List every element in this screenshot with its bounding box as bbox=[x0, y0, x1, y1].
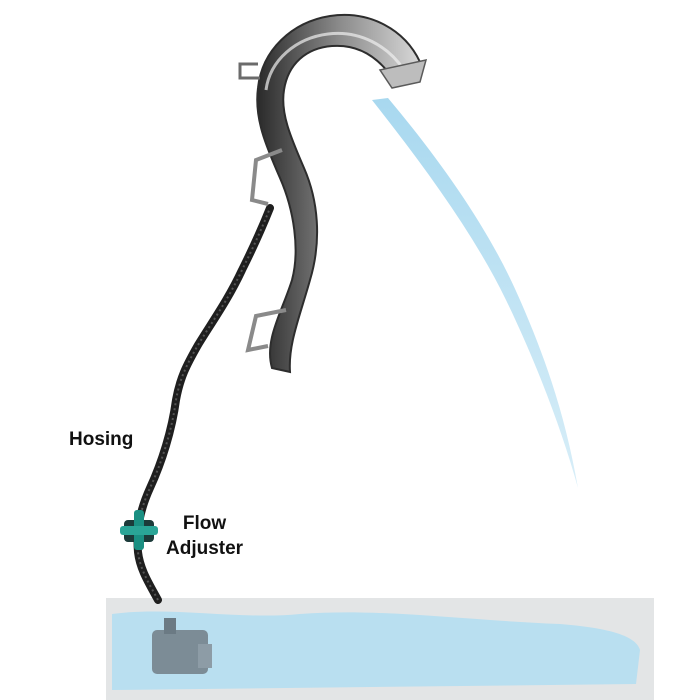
black-corrugated-hose bbox=[133, 204, 274, 604]
water-basin bbox=[106, 598, 654, 700]
pump-body bbox=[152, 630, 208, 674]
basin-water bbox=[112, 611, 640, 690]
water-stream bbox=[372, 98, 578, 488]
hose-ridges bbox=[136, 207, 271, 601]
flow-adjuster-label-line1: Flow bbox=[182, 513, 227, 534]
spout-lip bbox=[378, 59, 428, 89]
metal-waterfall-spout bbox=[238, 13, 428, 374]
spout-highlight bbox=[264, 31, 406, 91]
pump-outlet bbox=[164, 618, 176, 634]
bracket-top bbox=[238, 62, 260, 80]
bracket-bottom bbox=[245, 308, 287, 353]
submersible-pump bbox=[152, 618, 212, 674]
pump-side bbox=[198, 644, 212, 668]
valve-band bbox=[120, 526, 158, 535]
flow-adjuster-valve bbox=[120, 510, 158, 550]
hosing-label: Hosing bbox=[69, 429, 134, 450]
bracket-middle bbox=[249, 148, 283, 206]
flow-adjuster-label-line2: Adjuster bbox=[166, 538, 244, 559]
flow-adjuster-label: Flow Adjuster bbox=[166, 511, 243, 561]
